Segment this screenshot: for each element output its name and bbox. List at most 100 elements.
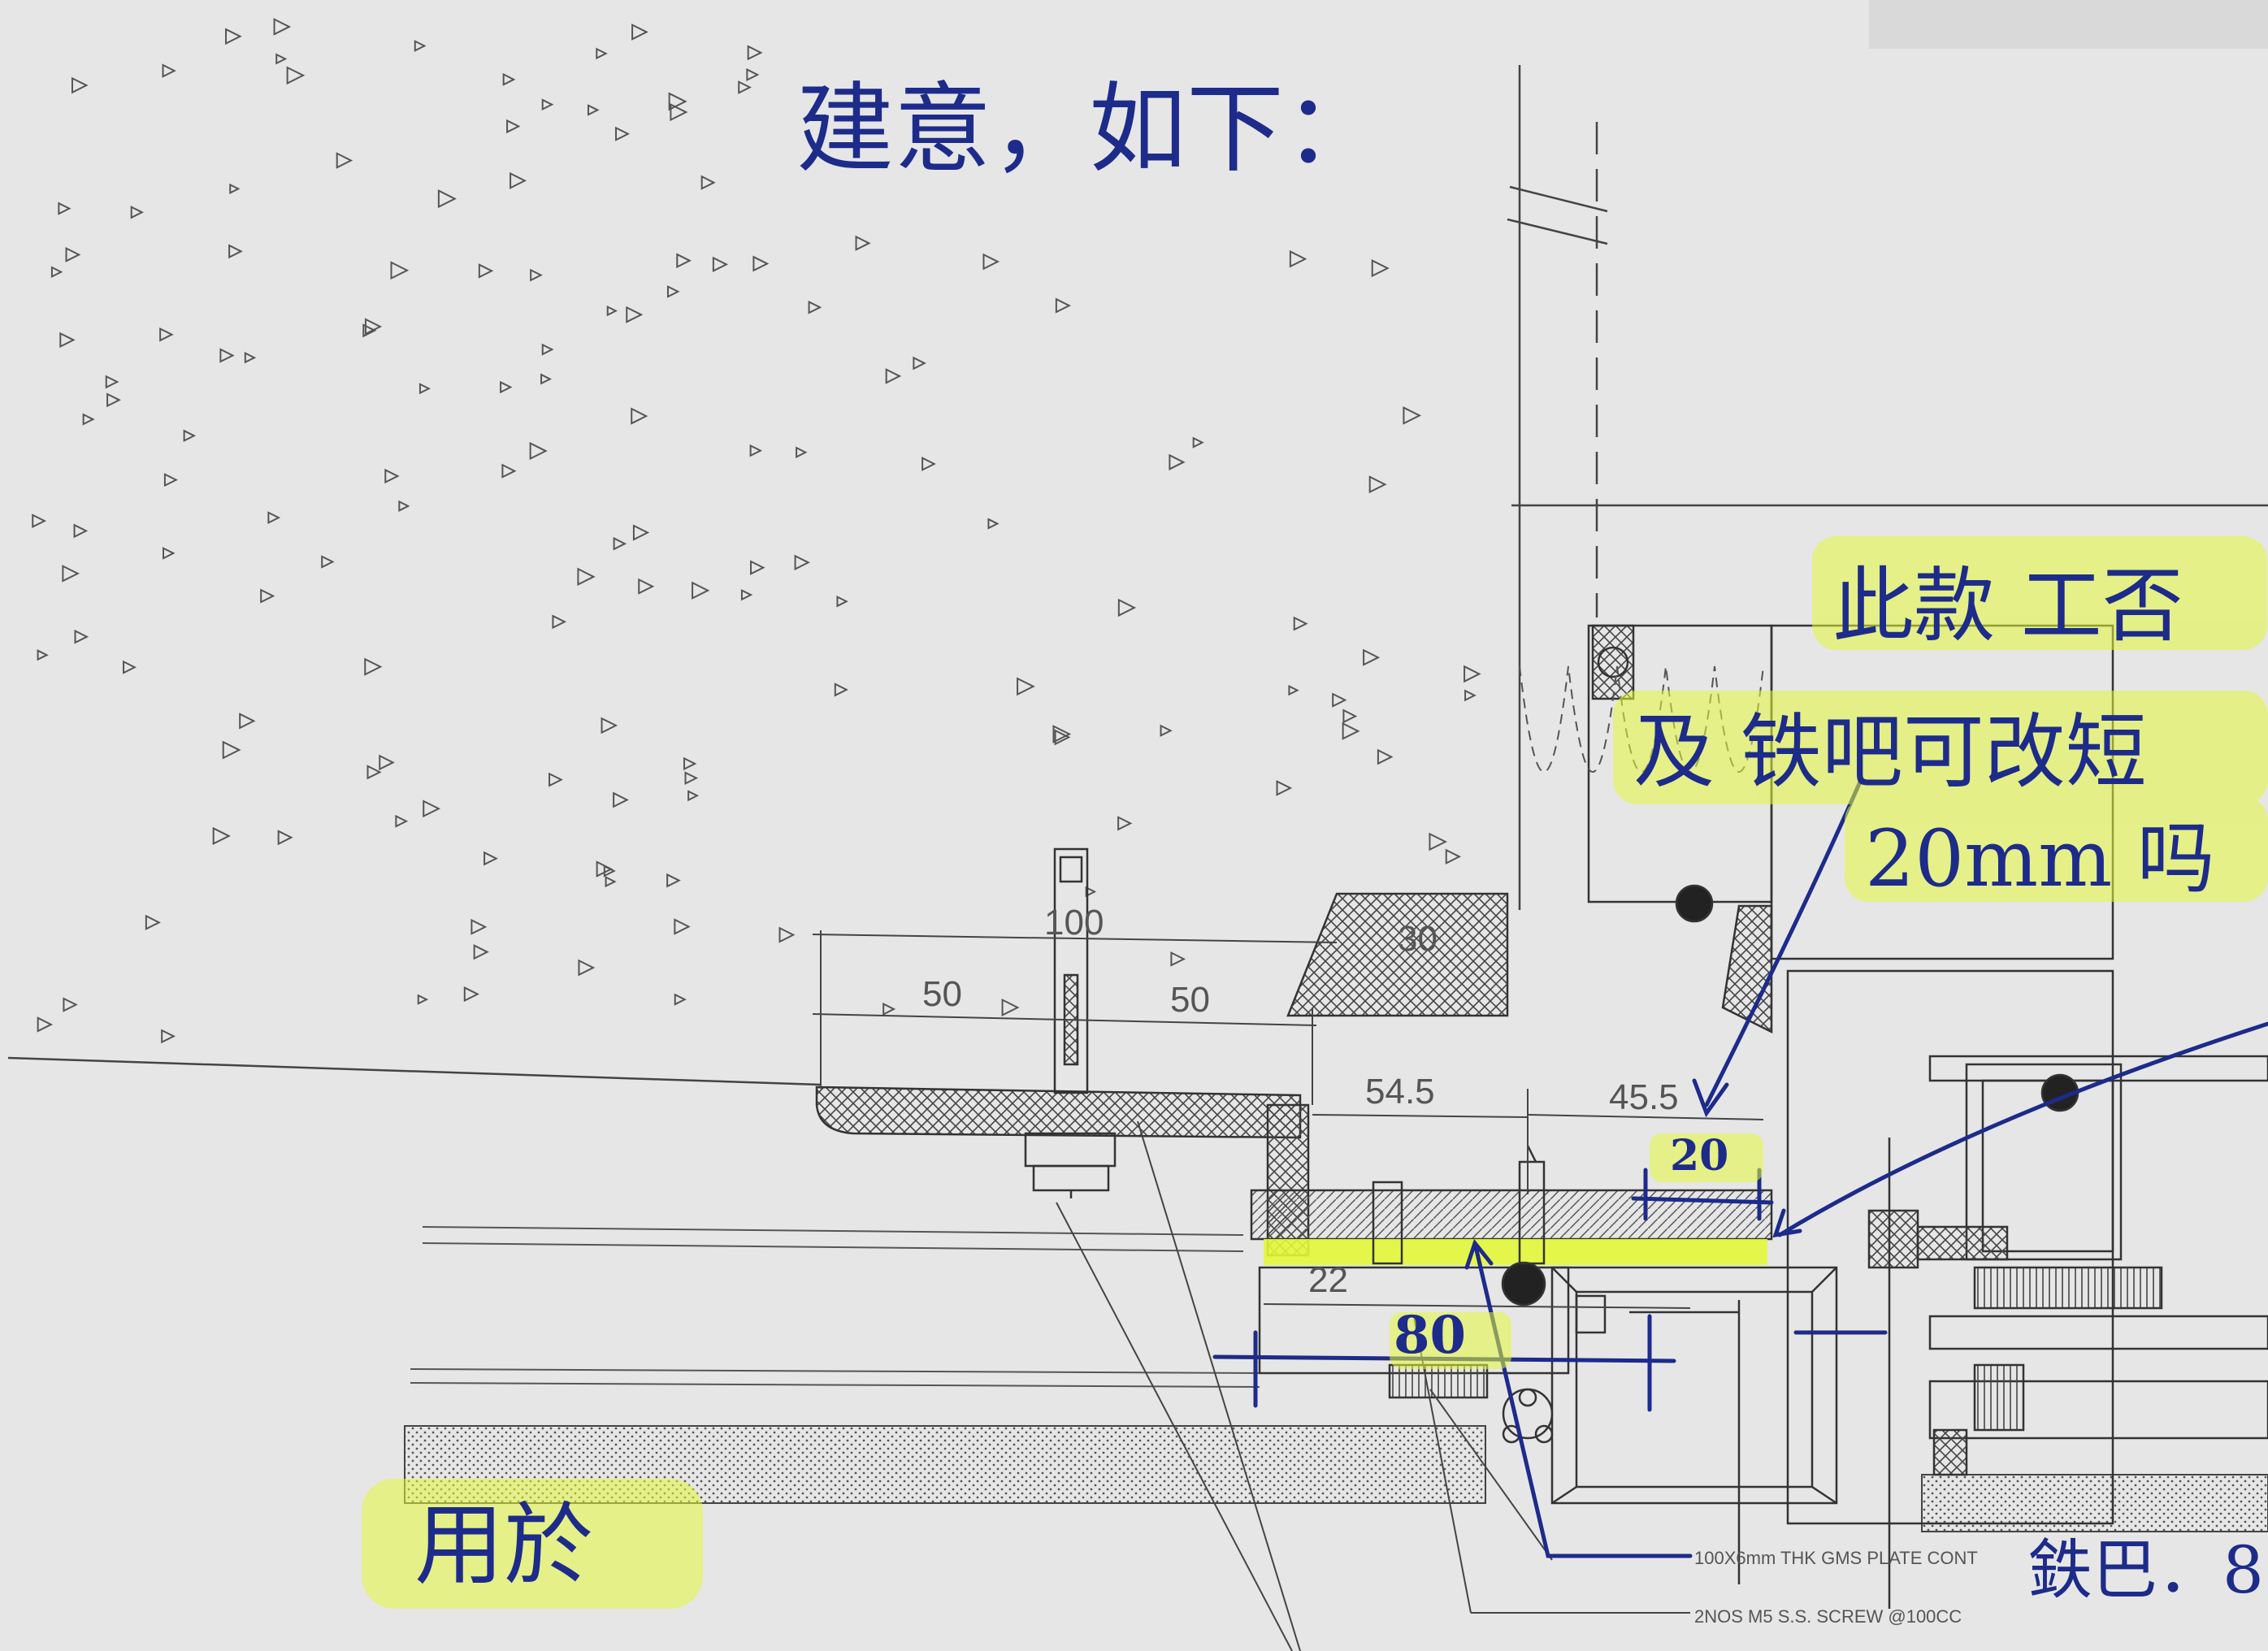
concrete-aggregate-mark (670, 102, 688, 122)
dim-50-right: 50 (1170, 980, 1210, 1020)
concrete-aggregate-mark (1293, 616, 1308, 631)
concrete-aggregate-mark (541, 98, 554, 111)
note-right-1: 此款 工否 (1832, 558, 2183, 653)
dimension-labels: 100 50 50 30 54.5 45.5 22 (922, 903, 1679, 1300)
concrete-aggregate-mark (541, 343, 554, 356)
concrete-aggregate-mark (423, 800, 441, 818)
concrete-aggregate-mark (37, 649, 49, 661)
concrete-aggregate-mark (1160, 724, 1173, 737)
concrete-aggregate-mark (596, 860, 614, 878)
concrete-aggregate-mark (1363, 648, 1381, 666)
concrete-aggregate-mark (277, 830, 293, 846)
dim-22: 22 (1308, 1260, 1348, 1300)
concrete-aggregate-mark (750, 560, 765, 575)
concrete-aggregate-mark (219, 348, 235, 363)
concrete-aggregate-mark (62, 565, 80, 583)
concrete-aggregate-mark (471, 918, 488, 935)
concrete-aggregate-mark (63, 997, 78, 1012)
concrete-aggregate-mark (692, 581, 710, 600)
concrete-aggregate-mark (163, 547, 176, 560)
concrete-aggregate-mark (229, 183, 241, 195)
concrete-aggregate-mark (836, 595, 848, 608)
floor-layer-lines (410, 1226, 1260, 1388)
concrete-aggregate-mark (577, 567, 596, 586)
concrete-aggregate-mark (1445, 848, 1462, 864)
concrete-aggregate-mark (794, 554, 810, 570)
concrete-aggregate-mark (260, 588, 275, 604)
concrete-aggregate-mark (239, 713, 256, 730)
concrete-aggregate-mark (362, 323, 377, 338)
concrete-aggregate-mark (578, 959, 596, 977)
note-bottom-right: 鉄巴．8 (2027, 1532, 2264, 1608)
insulation-strip-right (1921, 1474, 2268, 1532)
aluminium-channel (1258, 1266, 1838, 1505)
concrete-aggregate-mark (437, 189, 457, 209)
concrete-aggregate-mark (417, 994, 429, 1005)
concrete-aggregate-mark (1017, 677, 1035, 696)
concrete-aggregate-mark (336, 152, 353, 169)
concrete-aggregate-mark (613, 536, 627, 551)
concrete-aggregate-mark (105, 375, 119, 389)
concrete-aggregate-mark (398, 500, 410, 512)
concrete-aggregate-mark (1342, 722, 1360, 740)
concrete-aggregate-mark (275, 53, 288, 65)
concrete-aggregate-mark (74, 629, 89, 644)
concrete-aggregate-mark (666, 285, 680, 298)
concrete-aggregate-mark (364, 657, 383, 676)
concrete-aggregate-mark (615, 126, 631, 141)
wedge-block (1286, 892, 1509, 1017)
handwritten-notes: 建意，如下： 此款 工否 及 铁吧可改短 20mm 吗 用於 鉄巴．8 20 8… (414, 73, 2264, 1608)
concrete-aggregate-mark (1192, 436, 1204, 448)
concrete-aggregate-mark (749, 444, 763, 457)
highlighter (362, 536, 2268, 1609)
callout-labels: 100X6mm THK GMS PLATE CONT 2NOS M5 S.S. … (1694, 1548, 1978, 1627)
concrete-aggregate-mark (613, 791, 629, 808)
concrete-aggregate-mark (687, 790, 700, 802)
concrete-aggregate-mark (529, 441, 548, 461)
dim-54-5: 54.5 (1365, 1072, 1435, 1112)
concrete-aggregate-mark (228, 244, 243, 259)
dimension-lines (812, 930, 1764, 1309)
concrete-aggregate-mark (922, 457, 936, 471)
concrete-aggregate-mark (1429, 832, 1447, 852)
note-dim-80: 80 (1394, 1305, 1466, 1366)
concrete-aggregate-mark (549, 772, 563, 787)
concrete-aggregate-mark (384, 468, 400, 484)
dim-100: 100 (1044, 903, 1104, 942)
concrete-aggregate-mark (1276, 780, 1293, 796)
concrete-aggregate-mark (225, 28, 242, 46)
note-dim-20: 20 (1670, 1131, 1728, 1181)
concrete-aggregate-mark (1054, 729, 1071, 746)
concrete-aggregate-mark (473, 944, 489, 960)
concrete-aggregate-mark (65, 246, 81, 262)
concrete-aggregate-mark (808, 300, 822, 314)
screw-callout: 2NOS M5 S.S. SCREW @100CC (1694, 1606, 1962, 1627)
concrete-aggregate-mark (606, 305, 618, 317)
concrete-aggregate-mark (123, 660, 137, 674)
concrete-aggregate-mark (738, 80, 752, 94)
concrete-aggregate-mark (684, 771, 699, 785)
concrete-aggregate-mark (626, 306, 644, 323)
concrete-aggregate-mark (37, 1016, 54, 1033)
concrete-aggregate-mark (752, 255, 770, 272)
concrete-aggregate-mark (913, 356, 926, 370)
concrete-aggregate-mark (162, 63, 176, 78)
concrete-aggregate-mark (82, 413, 95, 426)
concrete-aggregate-mark (244, 352, 257, 364)
concrete-aggregate-mark (506, 119, 521, 134)
concrete-aggregate-mark (478, 263, 494, 279)
concrete-aggregate-mark (500, 380, 513, 394)
concrete-aggregate-mark (740, 588, 753, 601)
concrete-aggregate-mark (587, 104, 600, 116)
concrete-aggregate-mark (73, 523, 89, 539)
concrete-aggregate-mark (632, 524, 650, 541)
concrete-aggregate-mark (163, 473, 178, 488)
dim-45-5: 45.5 (1609, 1077, 1679, 1117)
concrete-aggregate-mark (286, 66, 306, 85)
dim-30: 30 (1398, 919, 1438, 959)
concrete-slab-hatch (32, 18, 1481, 1044)
steel-bracket (815, 1086, 1302, 1139)
note-right-2: 及 铁吧可改短 (1633, 704, 2147, 800)
concrete-aggregate-mark (746, 67, 760, 81)
concrete-aggregate-mark (631, 24, 648, 41)
